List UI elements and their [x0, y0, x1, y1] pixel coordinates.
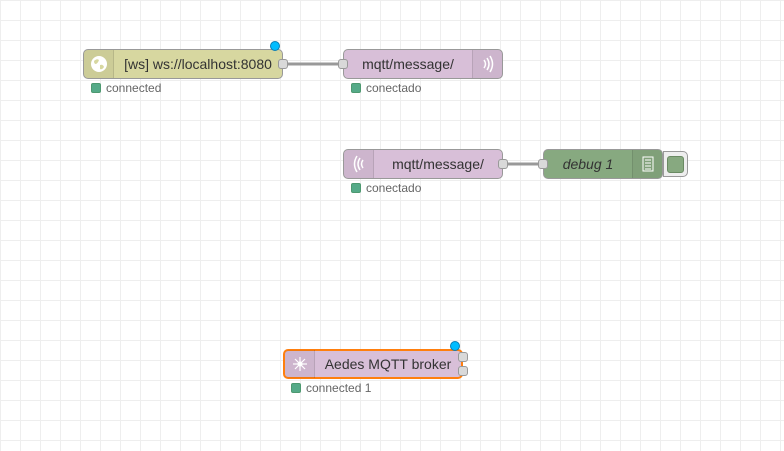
debug-label: debug 1	[562, 156, 614, 172]
debug-node[interactable]: debug 1	[543, 149, 663, 179]
status-dot-icon	[91, 83, 101, 93]
mqtt-in-label: mqtt/message/	[392, 156, 484, 172]
aedes-broker-status-text: connected 1	[306, 381, 372, 395]
mqtt-in-output-port[interactable]	[498, 159, 508, 169]
websocket-in-changed-indicator	[270, 41, 280, 51]
mqtt-in-status: conectado	[351, 181, 421, 195]
broker-icon	[285, 350, 315, 378]
globe-icon	[84, 50, 114, 78]
mqtt-out-node[interactable]: mqtt/message/	[343, 49, 503, 79]
aedes-output-port-2[interactable]	[458, 366, 468, 376]
websocket-in-status: connected	[91, 81, 161, 95]
status-dot-icon	[351, 83, 361, 93]
mqtt-out-label: mqtt/message/	[362, 56, 454, 72]
status-dot-icon	[291, 383, 301, 393]
debug-input-port[interactable]	[538, 159, 548, 169]
status-dot-icon	[351, 183, 361, 193]
debug-toggle-button[interactable]	[663, 151, 688, 177]
debug-toggle-indicator	[667, 155, 684, 173]
aedes-broker-status: connected 1	[291, 381, 371, 395]
mqtt-out-status-text: conectado	[366, 81, 422, 95]
wifi-signal-icon	[344, 150, 374, 178]
mqtt-out-status: conectado	[351, 81, 421, 95]
aedes-broker-label: Aedes MQTT broker	[324, 356, 452, 372]
wifi-signal-icon	[472, 50, 502, 78]
websocket-in-status-text: connected	[106, 81, 162, 95]
aedes-changed-indicator	[450, 341, 460, 351]
mqtt-in-status-text: conectado	[366, 181, 422, 195]
aedes-broker-node[interactable]: Aedes MQTT broker	[283, 349, 463, 379]
aedes-output-port-1[interactable]	[458, 352, 468, 362]
websocket-in-node[interactable]: [ws] ws://localhost:8080	[83, 49, 283, 79]
mqtt-in-node[interactable]: mqtt/message/	[343, 149, 503, 179]
websocket-in-label: [ws] ws://localhost:8080	[124, 56, 272, 72]
websocket-in-output-port[interactable]	[278, 59, 288, 69]
mqtt-out-input-port[interactable]	[338, 59, 348, 69]
list-icon	[632, 150, 662, 178]
